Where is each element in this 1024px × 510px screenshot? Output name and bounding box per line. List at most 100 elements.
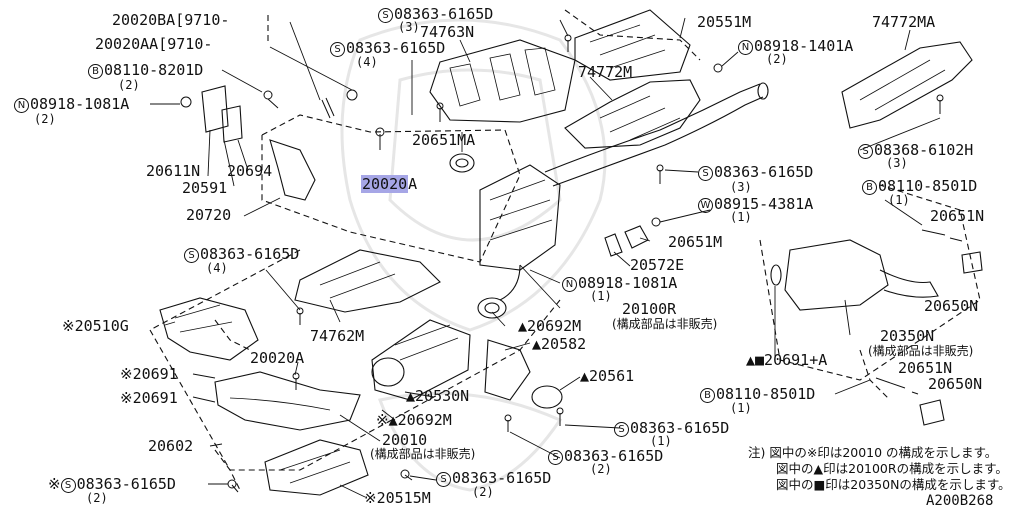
label-20020ba: 20020BA[9710- <box>112 11 230 29</box>
qty-08363-r1: (3) <box>730 180 752 194</box>
label-20651n-top: 20651N <box>930 207 985 225</box>
label-20350n: 20350N <box>880 327 935 345</box>
label-20651n-bottom: 20651N <box>898 359 953 377</box>
qty-08915-4381a: (1) <box>730 210 752 224</box>
label-20515m: ※20515M <box>364 489 431 507</box>
mount-20651m <box>624 225 649 249</box>
bolts <box>180 34 963 493</box>
qty-08918-1081a-mid: (1) <box>590 289 612 303</box>
label-20582: ▲20582 <box>532 335 587 353</box>
label-20720: 20720 <box>186 206 232 224</box>
note-20100r: (構成部品は非販売) <box>612 317 718 331</box>
label-20692m-x: ※▲20692M <box>376 411 452 429</box>
qty-08363-mid: (4) <box>356 55 378 69</box>
b-symbol-icon: B <box>862 180 877 195</box>
label-20020aa: 20020AA[9710- <box>95 35 213 53</box>
label-20650n-top: 20650N <box>924 297 979 315</box>
qty-08363-bottom-mid: (2) <box>472 485 494 499</box>
s-symbol-icon: S <box>330 42 345 57</box>
n-symbol-icon: N <box>14 98 29 113</box>
dashed-line-left <box>214 319 251 351</box>
b-symbol-icon: B <box>88 64 103 79</box>
label-20561: ▲20561 <box>580 367 635 385</box>
n-symbol-icon: N <box>562 277 577 292</box>
label-20691-a: ※20691 <box>120 365 178 383</box>
label-74762m: 74762M <box>310 327 365 345</box>
catalytic-converter-20100r <box>479 164 561 271</box>
heat-shield-74762m <box>294 249 441 313</box>
bracket-20720 <box>269 139 316 201</box>
footnote-3: 図中の■印は20350Nの構成を示します。 <box>776 477 1011 492</box>
heat-shield-74772m <box>564 79 701 149</box>
gasket-20651ma <box>449 153 475 173</box>
heat-shield-20515m <box>264 439 369 496</box>
qty-08918-1081a-left: (2) <box>34 112 56 126</box>
muffler-20350n <box>784 239 889 311</box>
clamp-20561 <box>531 385 563 409</box>
watermark-emblem <box>340 18 607 492</box>
label-20020a-highlighted[interactable]: 20020A <box>361 175 418 193</box>
mount-20572e <box>604 233 623 257</box>
n-symbol-icon: N <box>738 40 753 55</box>
dashed-outline-lower <box>149 249 561 471</box>
label-20692m: ▲20692M <box>518 317 582 335</box>
label-20611n: 20611N <box>146 162 201 180</box>
heat-shield-20551m <box>574 9 691 81</box>
label-20694: 20694 <box>227 162 273 180</box>
label-20551m: 20551M <box>697 13 752 31</box>
leader-lines <box>150 17 941 498</box>
s-symbol-icon: S <box>60 478 76 493</box>
label-74772ma: 74772MA <box>872 13 936 31</box>
qty-08110-8201d: (2) <box>118 78 140 92</box>
bracket-20611n <box>201 85 229 133</box>
gasket-20692m <box>477 297 507 319</box>
qty-08363-top: (3) <box>398 20 420 34</box>
label-20020a-bottom: 20020A <box>250 349 305 367</box>
footnote-2: 図中の▲印は20100Rの構成を示します。 <box>776 461 1008 476</box>
bracket-20582 <box>484 339 531 401</box>
label-20510g: ※20510G <box>62 317 129 335</box>
heat-shield-74772ma <box>841 41 973 129</box>
label-20651ma: 20651MA <box>412 131 476 149</box>
qty-08110-8501d-bottom: (1) <box>730 401 752 415</box>
label-20691-a-plus: ▲■20691+A <box>746 351 828 369</box>
qty-08363-bottom-left: (2) <box>86 491 108 505</box>
heat-shield-74763n <box>429 39 576 123</box>
label-20650n-bottom: 20650N <box>928 375 983 393</box>
qty-08363-left: (4) <box>206 261 228 275</box>
s-symbol-icon: S <box>436 472 451 487</box>
dashed-line-bolt <box>214 449 241 491</box>
label-20651m: 20651M <box>668 233 723 251</box>
label-20691-b: ※20691 <box>120 389 178 407</box>
label-20591: 20591 <box>182 179 228 197</box>
dashed-line-top <box>564 9 701 61</box>
label-74763n: 74763N <box>420 23 475 41</box>
label-74772m: 74772M <box>578 63 633 81</box>
mount-20650n-bottom <box>919 399 945 426</box>
qty-08363-r2: (1) <box>650 434 672 448</box>
label-20572e: 20572E <box>630 256 685 274</box>
bracket-20694 <box>221 105 243 143</box>
label-20010: 20010 <box>382 431 428 449</box>
qty-08368-6102h: (3) <box>886 156 908 170</box>
manifold-20510g <box>159 297 259 361</box>
dashed-outline-muffler <box>759 184 981 381</box>
exhaust-pipe-front <box>544 83 761 173</box>
footnote-1: 注) 図中の※印は20010 の構成を示します。 <box>748 445 998 460</box>
